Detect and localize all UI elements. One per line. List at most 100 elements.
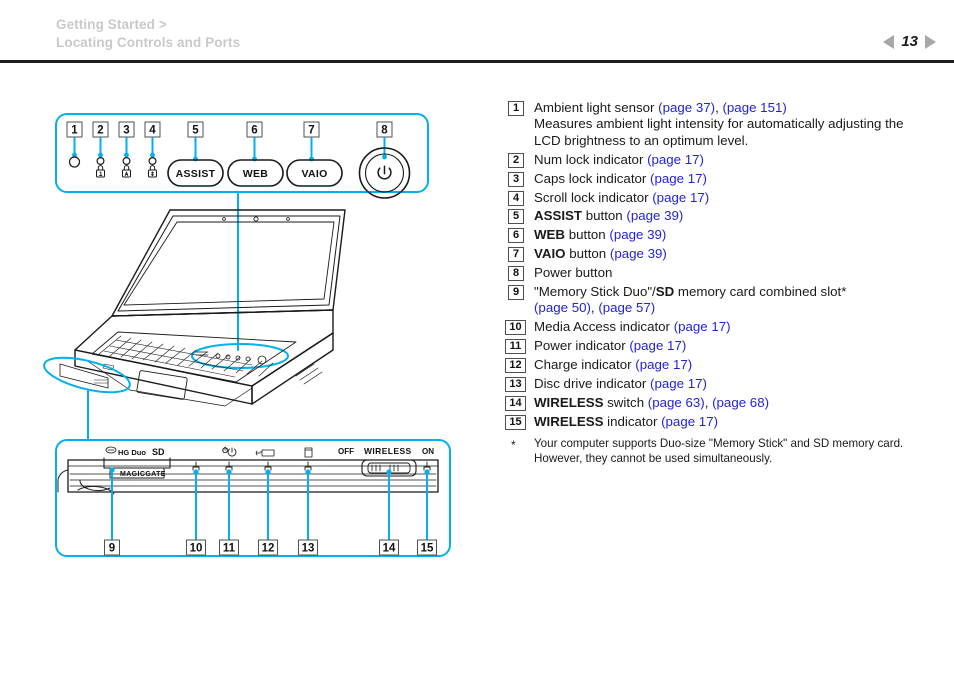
page-reference-link[interactable]: (page 57) [598,300,656,316]
svg-text:14: 14 [383,543,396,555]
legend-item: 5 ASSIST button (page 39) [508,208,948,225]
legend-text-segment: Power indicator [534,338,630,354]
legend-number-badge: 7 [508,247,524,263]
page-reference-link[interactable]: (page 17) [661,413,719,429]
legend-item: 10 Media Access indicator (page 17) [505,319,948,336]
legend-number-badge: 2 [508,152,524,168]
svg-text:3: 3 [123,125,129,137]
legend-item: 14 WIRELESS switch (page 63), (page 68) [505,395,948,411]
page-number: 13 [901,33,918,50]
svg-text:9: 9 [109,543,115,555]
page-reference-link[interactable]: (page 39) [609,227,667,243]
page-reference-link[interactable]: (page 17) [629,338,687,354]
page-reference-link[interactable]: (page 37) [658,100,716,115]
footnote-marker: * [511,438,516,453]
legend-text-segment: Ambient light sensor [534,100,659,115]
page-reference-link[interactable]: (page 39) [626,208,684,224]
legend-number-badge: 15 [505,414,526,430]
legend-item-text: Num lock indicator (page 17) [534,152,948,168]
legend-text-segment: Disc drive indicator [534,376,651,392]
svg-text:SD: SD [152,447,165,457]
legend-item: 11 Power indicator (page 17) [505,338,948,355]
legend-text-segment: Charge indicator [534,357,636,373]
legend-item-text: WIRELESS switch (page 63), (page 68) [534,395,770,410]
illustration-area: 1 2 3 4 5 6 7 8 [0,88,500,568]
legend-text-segment: button [565,227,610,243]
legend-text-emphasis: SD [655,284,675,300]
svg-text:12: 12 [262,543,275,555]
legend-item-text: WEB button (page 39) [534,227,948,243]
legend-number-badge: 9 [508,285,524,301]
legend-item-text: VAIO button (page 39) [534,246,948,262]
legend-number-badge: 5 [508,209,524,225]
page-reference-link[interactable]: (page 17) [652,189,710,205]
page-reference-link[interactable]: (page 50) [534,300,591,316]
legend-text-segment: button [565,246,610,262]
legend-item-description: Measures ambient light intensity for aut… [534,116,904,132]
legend-number-badge: 10 [505,320,526,336]
svg-text:⏱: ⏱ [222,445,228,455]
page-reference-link[interactable]: (page 17) [673,319,731,335]
svg-text:WEB: WEB [243,168,269,180]
legend-item: 12 Charge indicator (page 17) [505,357,948,374]
svg-text:2: 2 [97,125,103,137]
triangle-left-icon[interactable] [883,34,895,49]
legend-item: 7 VAIO button (page 39) [508,246,948,263]
legend-item: 8 Power button [508,265,948,282]
legend-number-badge: 12 [505,358,526,374]
legend-number-badge: 13 [505,377,526,393]
legend-item: 6 WEB button (page 39) [508,227,948,244]
legend-number-badge: 6 [508,228,524,244]
legend-text-segment: Scroll lock indicator [534,189,653,205]
page-reference-link[interactable]: (page 63) [647,395,705,410]
page-reference-link[interactable]: (page 151) [722,100,787,115]
svg-text:8: 8 [381,125,388,137]
legend-text-segment: Media Access indicator [534,319,674,335]
legend-number-badge: 14 [505,396,526,411]
page-header: Getting Started > Locating Controls and … [0,0,954,62]
svg-text:HG Duo: HG Duo [118,448,146,457]
page-reference-link[interactable]: (page 17) [650,376,707,392]
legend-text-emphasis: VAIO [534,246,566,262]
legend-item-text: ASSIST button (page 39) [534,208,948,224]
svg-text:VAIO: VAIO [301,168,327,180]
svg-text:5: 5 [192,125,199,137]
legend-number-badge: 11 [505,339,526,355]
svg-text:OFF: OFF [338,447,354,456]
svg-text:13: 13 [302,543,315,555]
legend-text-emphasis: WIRELESS [534,413,604,429]
legend-item: 15 WIRELESS indicator (page 17) [505,413,948,430]
legend-item-text: Charge indicator (page 17) [534,357,948,373]
legend-item-text: Scroll lock indicator (page 17) [534,190,948,206]
triangle-right-icon[interactable] [925,34,936,49]
legend-item: 9 "Memory Stick Duo"/SD memory card combi… [508,284,948,317]
legend-text-segment: "Memory Stick Duo"/ [534,284,656,300]
footnote: * Your computer supports Duo-size "Memory… [508,436,948,466]
svg-text:15: 15 [421,543,434,555]
page-reference-link[interactable]: (page 68) [712,395,770,410]
legend-item: 13 Disc drive indicator (page 17) [505,376,948,393]
legend-text-segment: indicator [603,413,662,429]
legend-item-text: "Memory Stick Duo"/SD memory card combin… [534,284,948,300]
page-reference-link[interactable]: (page 39) [609,246,667,262]
legend-text-segment: Power button [534,265,613,281]
footnote-text: Your computer supports Duo-size "Memory … [534,437,904,451]
legend-item-text: Disc drive indicator (page 17) [534,376,948,392]
legend-number-badge: 8 [508,266,524,282]
legend-item-text: Caps lock indicator (page 17) [534,171,948,187]
legend-item-text: Ambient light sensor (page 37), (page 15… [534,100,787,115]
svg-text:11: 11 [223,543,236,555]
page-reference-link[interactable]: (page 17) [635,357,693,373]
svg-text:1: 1 [71,125,78,137]
legend-text-segment: Caps lock indicator [534,170,651,186]
legend-item-text: Power indicator (page 17) [534,338,948,354]
svg-text:MAGICGATE: MAGICGATE [120,471,166,478]
legend-item-description: LCD brightness to an optimum level. [534,132,749,148]
page-reference-link[interactable]: (page 17) [647,151,704,167]
page-reference-link[interactable]: (page 17) [650,170,707,186]
legend-text-segment: switch [603,395,648,410]
